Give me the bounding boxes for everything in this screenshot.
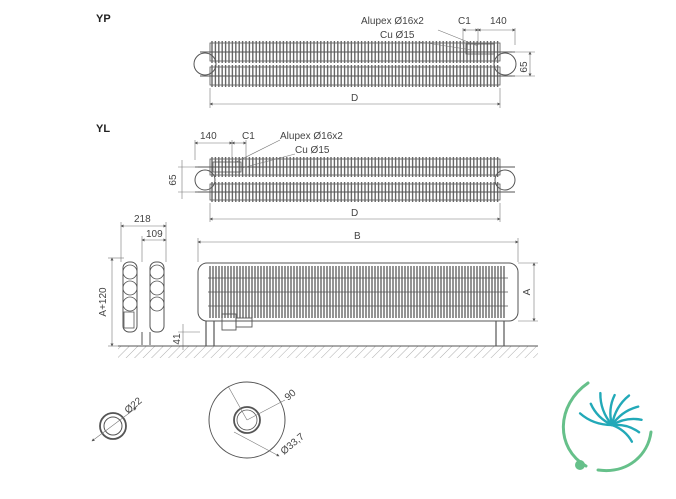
yp-140-dim: 140	[490, 16, 507, 27]
yl-alupex-label: Alupex Ø16x2	[280, 131, 343, 142]
yp-65-dim: 65	[519, 61, 530, 73]
yp-right-bend	[493, 52, 517, 76]
yl-valve-fitting	[212, 161, 242, 173]
yp-c1-dim: C1	[458, 16, 471, 27]
side-rear-tube	[122, 261, 138, 333]
rosette-angle-dim: 90	[283, 387, 299, 403]
yl-fins	[211, 157, 499, 202]
yp-fins	[211, 41, 499, 87]
yl-right-bend	[494, 169, 516, 191]
floor	[118, 345, 538, 358]
yl-c1-dim: C1	[242, 131, 255, 142]
yl-cu-label: Cu Ø15	[295, 145, 330, 156]
yp-alupex-label: Alupex Ø16x2	[361, 16, 424, 27]
yp-left-bend	[193, 52, 217, 76]
yp-cu-label: Cu Ø15	[380, 30, 415, 41]
view-yl: YL Alupex Ø16x2 Cu Ø15 140 C1 65	[96, 123, 516, 222]
front-fins	[209, 266, 505, 318]
logo-ray	[610, 423, 634, 443]
side-a120-dim: A+120	[98, 287, 109, 317]
brand-logo	[561, 381, 653, 473]
section-tube: Ø22	[91, 395, 145, 442]
logo-ray	[578, 412, 614, 427]
yp-radiator	[193, 41, 517, 87]
side-front-tube	[149, 261, 165, 333]
front-a-dim: A	[522, 288, 533, 295]
side-valve	[123, 311, 135, 329]
front-b-dim: B	[354, 231, 361, 242]
yl-radiator	[194, 157, 516, 202]
view-label-yl: YL	[96, 123, 110, 135]
rosette-diameter-dim: Ø33,7	[279, 431, 307, 457]
yl-left-bend	[194, 169, 216, 191]
yl-140-dim: 140	[200, 131, 217, 142]
front-frame	[197, 262, 519, 322]
yp-d-dim: D	[351, 93, 358, 104]
logo-ray	[610, 394, 631, 427]
view-yp: YP Alupex Ø16x2 Cu Ø15 C1 140	[96, 13, 535, 108]
logo-dot	[575, 460, 585, 470]
view-side: 218 109 A+120 41	[98, 214, 200, 350]
side-41-dim: 41	[172, 333, 183, 345]
view-label-yp: YP	[96, 13, 111, 25]
section-rosette: 90 Ø33,7	[208, 381, 307, 459]
logo-rays	[578, 391, 643, 443]
yl-d-dim: D	[351, 208, 358, 219]
logo-ray	[599, 391, 614, 427]
side-109-dim: 109	[146, 229, 163, 240]
yl-65-dim: 65	[168, 174, 179, 186]
side-218-dim: 218	[134, 214, 151, 225]
logo-green-arc	[561, 381, 590, 468]
floor-hatch	[118, 346, 538, 358]
view-front: B A	[197, 231, 538, 346]
tube-diameter-dim: Ø22	[123, 395, 145, 416]
rosette-outer	[208, 381, 286, 459]
rosette-pipe	[233, 406, 261, 434]
